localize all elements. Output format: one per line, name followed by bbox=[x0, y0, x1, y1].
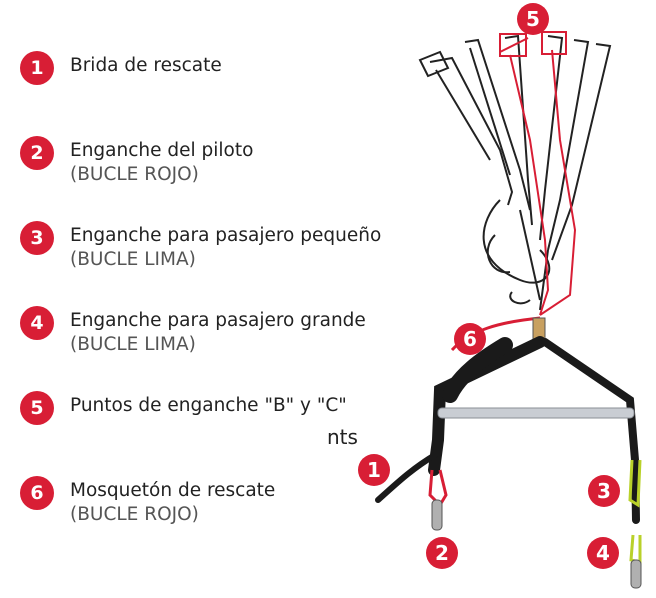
legend-badge-2: 2 bbox=[20, 136, 54, 170]
legend-item-6: 6 Mosquetón de rescate (BUCLE ROJO) bbox=[20, 476, 275, 527]
diagram-badge-5: 5 bbox=[517, 3, 549, 35]
svg-text:4: 4 bbox=[596, 541, 610, 565]
legend-badge-5: 5 bbox=[20, 391, 54, 425]
svg-text:3: 3 bbox=[597, 479, 611, 503]
diagram-badge-4: 4 bbox=[587, 537, 619, 569]
spreader-bar bbox=[437, 407, 635, 419]
legend-badge-3: 3 bbox=[20, 221, 54, 255]
legend-badge-4: 4 bbox=[20, 306, 54, 340]
legend-title-4: Enganche para pasajero grande bbox=[70, 310, 366, 331]
diagram-badge-1: 1 bbox=[358, 454, 390, 486]
legend-badge-1: 1 bbox=[20, 51, 54, 85]
legend-item-4: 4 Enganche para pasajero grande (BUCLE L… bbox=[20, 306, 366, 357]
legend-item-3: 3 Enganche para pasajero pequeño (BUCLE … bbox=[20, 221, 381, 272]
legend-item-2: 2 Enganche del piloto (BUCLE ROJO) bbox=[20, 136, 253, 187]
svg-text:5: 5 bbox=[526, 7, 540, 31]
legend-subtitle-2: (BUCLE ROJO) bbox=[70, 164, 199, 185]
legend-subtitle-3: (BUCLE LIMA) bbox=[70, 249, 196, 270]
legend-badge-6: 6 bbox=[20, 476, 54, 510]
legend-item-1: 1 Brida de rescate bbox=[20, 51, 222, 85]
pilot-carabiner bbox=[431, 499, 443, 531]
diagram-badge-6: 6 bbox=[454, 323, 486, 355]
legend-title-1: Brida de rescate bbox=[70, 55, 222, 76]
diagram-badge-3: 3 bbox=[588, 475, 620, 507]
legend: 1 Brida de rescate 2 Enganche del piloto… bbox=[20, 51, 381, 527]
legend-subtitle-4: (BUCLE LIMA) bbox=[70, 334, 196, 355]
diagram-badge-2: 2 bbox=[426, 537, 458, 569]
legend-title-5: Puntos de enganche "B" y "C" bbox=[70, 395, 347, 416]
svg-text:2: 2 bbox=[435, 541, 449, 565]
svg-text:6: 6 bbox=[463, 327, 477, 351]
stray-text-fragment: nts bbox=[327, 425, 358, 449]
legend-subtitle-6: (BUCLE ROJO) bbox=[70, 504, 199, 525]
svg-text:1: 1 bbox=[367, 458, 381, 482]
legend-title-3: Enganche para pasajero pequeño bbox=[70, 225, 382, 246]
passenger-carabiner bbox=[630, 559, 642, 589]
legend-title-6: Mosquetón de rescate bbox=[70, 480, 276, 501]
legend-item-5: 5 Puntos de enganche "B" y "C" bbox=[20, 391, 347, 425]
legend-title-2: Enganche del piloto bbox=[70, 140, 254, 161]
